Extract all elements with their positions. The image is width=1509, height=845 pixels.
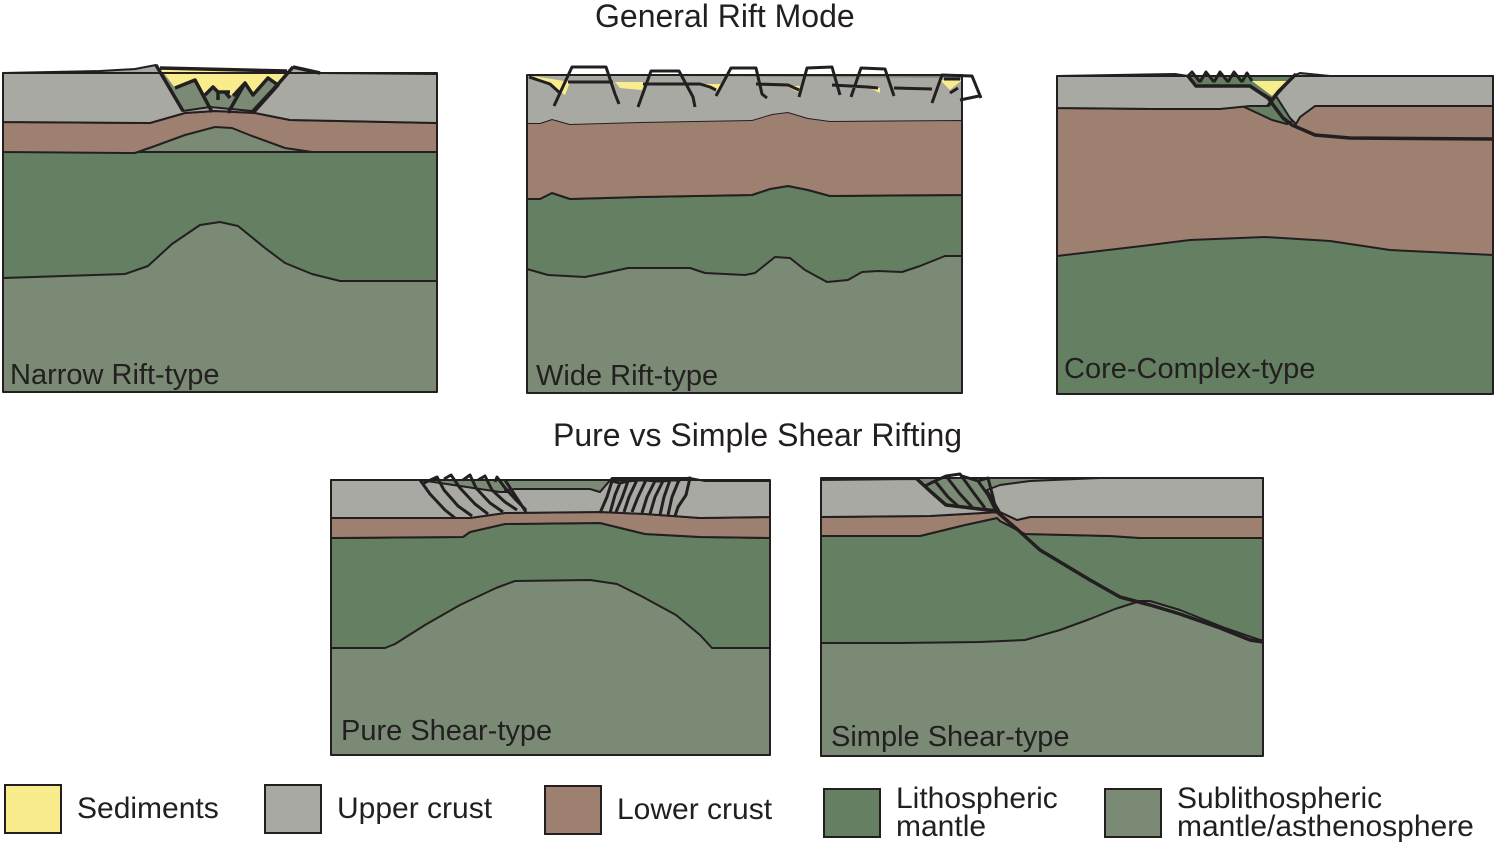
- narrow-fault-blocks: [154, 64, 321, 115]
- general-rift-mode-title: General Rift Mode: [595, 0, 855, 34]
- legend-label-lower-crust: Lower crust: [617, 793, 773, 826]
- legend-lithospheric-mantle: Lithospheric mantle: [823, 782, 1058, 843]
- pure-left-tilted-blocks: [418, 473, 528, 520]
- legend-swatch-lithospheric-mantle: [823, 788, 881, 838]
- simple-tilted-blocks: [924, 472, 998, 512]
- simple-detachment-fault: [915, 477, 1264, 644]
- legend-sediments: Sediments: [4, 784, 219, 834]
- legend-swatch-sublithospheric-mantle: [1104, 788, 1162, 838]
- narrow-rift-label: Narrow Rift-type: [10, 359, 220, 391]
- core-complex-label: Core-Complex-type: [1064, 353, 1315, 385]
- core-detachment-fault: [1186, 74, 1494, 141]
- core-tilted-blocks: [1186, 70, 1254, 83]
- simple-shear-label: Simple Shear-type: [831, 721, 1070, 753]
- wide-sediments: [533, 76, 962, 95]
- simple-upper-crust: [820, 477, 1264, 521]
- legend-sublithospheric-mantle: Sublithospheric mantle/asthenosphere: [1104, 782, 1474, 843]
- legend-swatch-lower-crust: [544, 785, 602, 835]
- legend-swatch-upper-crust: [264, 784, 322, 834]
- legend-upper-crust: Upper crust: [264, 784, 492, 834]
- core-sediments: [1252, 81, 1287, 96]
- pure-shear-label: Pure Shear-type: [341, 715, 552, 747]
- legend-label-sediments: Sediments: [77, 792, 219, 825]
- legend-label-sublithospheric-mantle: Sublithospheric mantle/asthenosphere: [1177, 782, 1474, 843]
- legend-label-upper-crust: Upper crust: [337, 792, 493, 825]
- pure-right-tilted-blocks: [598, 476, 692, 517]
- legend-label-lithospheric-mantle: Lithospheric mantle: [896, 782, 1058, 843]
- narrow-sediments: [160, 68, 287, 96]
- wide-rift-label: Wide Rift-type: [536, 360, 718, 392]
- core-breakaway-fault: [1266, 72, 1298, 108]
- pure-vs-simple-shear-title: Pure vs Simple Shear Rifting: [553, 417, 963, 453]
- legend-swatch-sediments: [4, 784, 62, 834]
- legend-lower-crust: Lower crust: [544, 785, 772, 835]
